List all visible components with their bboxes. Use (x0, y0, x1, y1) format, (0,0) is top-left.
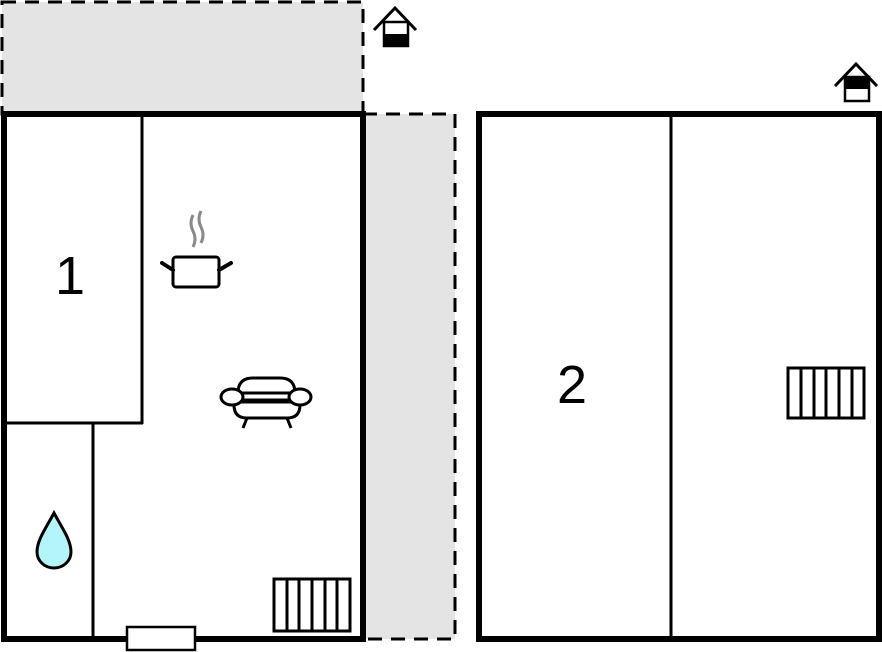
house-entrance-icon (372, 5, 418, 48)
water-drop-icon (35, 509, 73, 570)
terrace-side (361, 112, 457, 641)
terrace-top (0, 0, 365, 116)
door-opening (125, 625, 197, 652)
radiator-icon (786, 366, 866, 420)
cooking-pot-icon (160, 210, 233, 289)
building-2: 2 (476, 111, 882, 642)
room-label-2: 2 (557, 355, 587, 415)
radiator-icon (272, 577, 352, 633)
building-1: 1 (1, 111, 366, 652)
house-entrance-icon (833, 61, 879, 103)
room-label-1: 1 (55, 246, 85, 306)
sofa-icon (219, 376, 313, 429)
